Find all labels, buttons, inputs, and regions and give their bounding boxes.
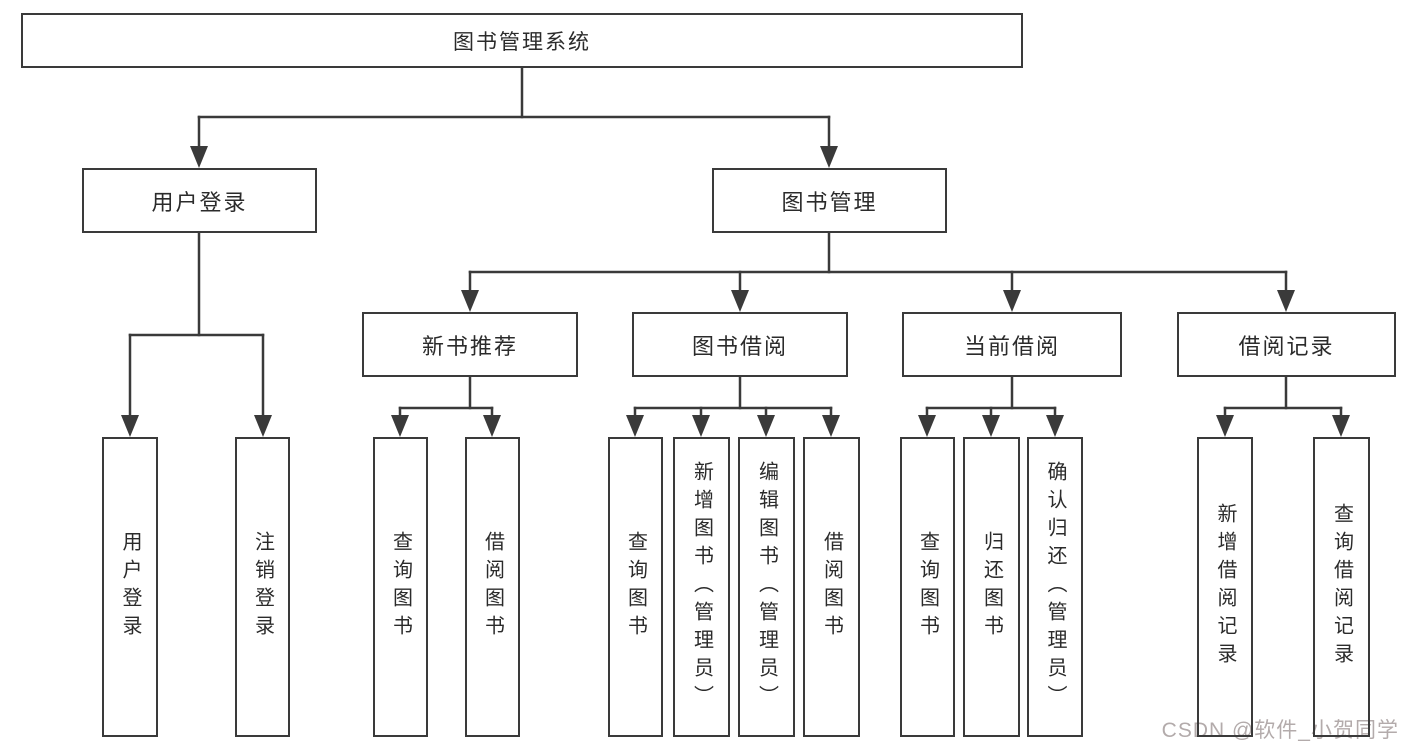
node-book-borrowing: 图书借阅 (632, 312, 848, 377)
leaf-borrow-borrow-book: 借阅图书 (803, 437, 860, 737)
leaf-current-return-book: 归还图书 (963, 437, 1020, 737)
node-label: 当前借阅 (963, 333, 1060, 359)
node-label: 编辑图书（管理员） (755, 461, 778, 713)
node-label: 借阅记录 (1238, 333, 1335, 359)
node-label: 新增借阅记录 (1214, 503, 1236, 671)
leaf-current-query-book: 查询图书 (900, 437, 955, 737)
node-label: 用户登录 (151, 189, 248, 215)
node-label: 新增图书（管理员） (690, 461, 713, 713)
node-label: 查询图书 (624, 531, 647, 643)
leaf-borrow-query-book: 查询图书 (608, 437, 663, 737)
node-label: 查询图书 (389, 531, 412, 643)
node-label: 图书借阅 (691, 333, 788, 359)
node-label: 查询借阅记录 (1330, 503, 1353, 671)
node-label: 用户登录 (119, 531, 141, 643)
leaf-current-confirm-return-admin: 确认归还（管理员） (1027, 437, 1083, 737)
leaf-user-login: 用户登录 (102, 437, 158, 737)
node-label: 借阅图书 (481, 531, 504, 643)
node-label: 查询图书 (916, 531, 939, 643)
leaf-records-query-record: 查询借阅记录 (1313, 437, 1370, 737)
leaf-recommend-query-book: 查询图书 (373, 437, 428, 737)
node-label: 图书管理系统 (453, 30, 591, 54)
leaf-logout: 注销登录 (235, 437, 290, 737)
node-label: 归还图书 (980, 531, 1003, 643)
node-book-management: 图书管理 (712, 168, 947, 233)
node-library-management-system: 图书管理系统 (21, 13, 1023, 68)
node-label: 确认归还（管理员） (1044, 461, 1066, 713)
node-label: 新书推荐 (421, 333, 518, 359)
leaf-records-add-record: 新增借阅记录 (1197, 437, 1253, 737)
node-label: 借阅图书 (820, 531, 843, 643)
arrowhead-icons (121, 146, 1350, 437)
node-label: 注销登录 (251, 531, 274, 643)
node-new-book-recommend: 新书推荐 (362, 312, 578, 377)
node-label: 图书管理 (781, 189, 878, 215)
leaf-borrow-edit-book-admin: 编辑图书（管理员） (738, 437, 795, 737)
node-borrowing-records: 借阅记录 (1177, 312, 1396, 377)
connector-lines (128, 66, 1343, 418)
node-user-login: 用户登录 (82, 168, 317, 233)
leaf-borrow-add-book-admin: 新增图书（管理员） (673, 437, 730, 737)
node-current-borrowing: 当前借阅 (902, 312, 1122, 377)
leaf-recommend-borrow-book: 借阅图书 (465, 437, 520, 737)
